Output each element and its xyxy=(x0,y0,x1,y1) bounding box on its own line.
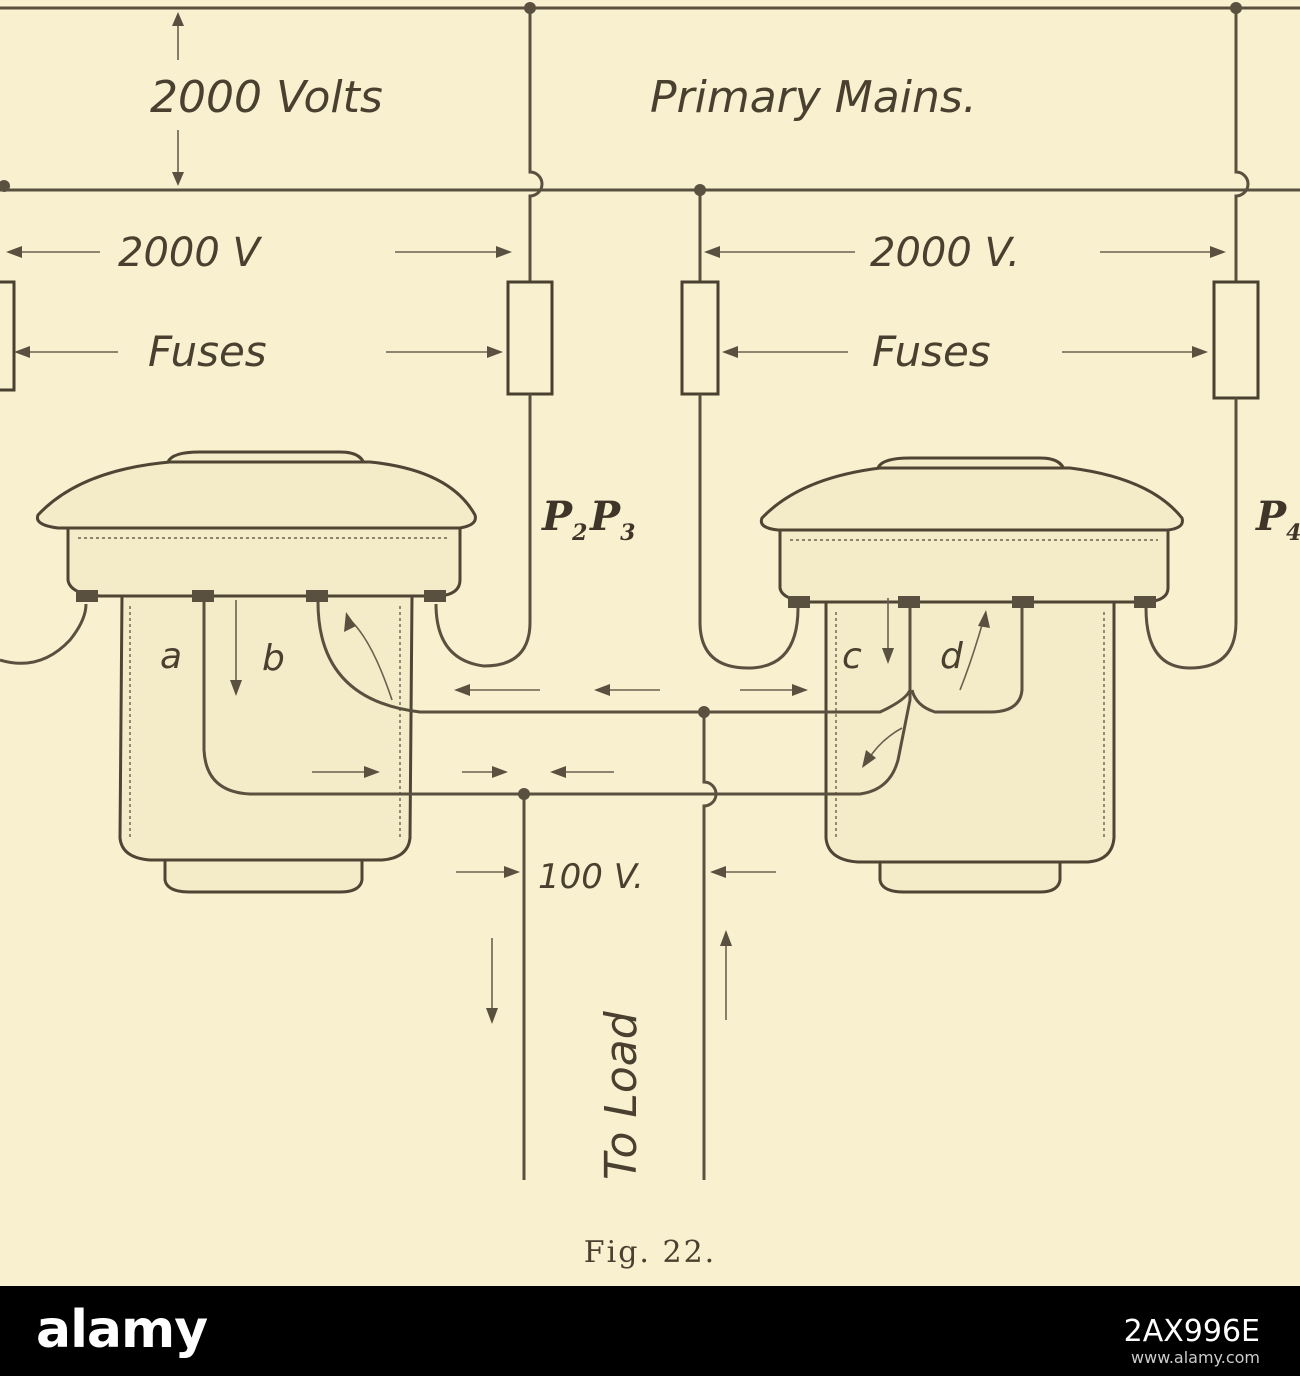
fuses-left-arrows xyxy=(14,346,503,358)
load-arrows xyxy=(486,930,732,1024)
label-p4: P4 xyxy=(1255,493,1300,546)
current-arrows xyxy=(230,598,990,778)
fuse-p3 xyxy=(680,280,720,396)
primary-mains xyxy=(0,2,1300,196)
fuses-right-arrows xyxy=(722,346,1208,358)
junction-bottom-left xyxy=(0,180,10,192)
p2-loop xyxy=(434,603,532,668)
lead-p2 xyxy=(528,8,544,282)
primary-voltage-label: 2000 Volts xyxy=(150,72,383,123)
coil-d-label: d xyxy=(940,636,964,677)
watermark-logo: alamy xyxy=(36,1300,208,1360)
label-p2: P2 xyxy=(541,493,587,546)
secondary-voltage-arrows xyxy=(456,866,776,878)
p4-loop xyxy=(1144,607,1238,670)
voltage-left-label: 2000 V xyxy=(118,230,263,276)
fuse-p4 xyxy=(1212,280,1260,400)
voltage-right-label: 2000 V. xyxy=(870,230,1020,276)
watermark-image-id: 2AX996E xyxy=(1123,1314,1260,1349)
lead-p4 xyxy=(1234,8,1250,282)
fuse-p1 xyxy=(0,280,16,392)
to-load-label: To Load xyxy=(596,1010,647,1180)
p3-loop xyxy=(698,607,800,670)
voltage-right-arrows xyxy=(704,246,1226,258)
voltage-left-arrows xyxy=(6,246,512,258)
coil-a-label: a xyxy=(160,636,182,677)
secondary-wiring xyxy=(202,601,1024,1180)
primary-voltage-arrow xyxy=(172,12,184,186)
p1-loop xyxy=(0,603,88,665)
transformer-right xyxy=(759,456,1184,894)
fuses-left-label: Fuses xyxy=(148,327,267,376)
coil-b-label: b xyxy=(262,638,285,679)
coil-c-label: c xyxy=(842,636,862,677)
fuses-right-label: Fuses xyxy=(872,327,991,376)
fuse-p2 xyxy=(506,280,554,396)
watermark-url: www.alamy.com xyxy=(1131,1348,1260,1367)
secondary-voltage-label: 100 V. xyxy=(538,857,644,897)
transformer-left xyxy=(35,450,477,894)
transformer-wiring-diagram: 2000 Volts Primary Mains. 2000 V 2000 V. xyxy=(0,2,1300,1270)
watermark-bar: alamy 2AX996E www.alamy.com xyxy=(0,1286,1300,1376)
figure-caption: Fig. 22. xyxy=(584,1235,716,1270)
label-p3: P3 xyxy=(589,493,635,546)
primary-mains-label: Primary Mains. xyxy=(650,72,977,123)
